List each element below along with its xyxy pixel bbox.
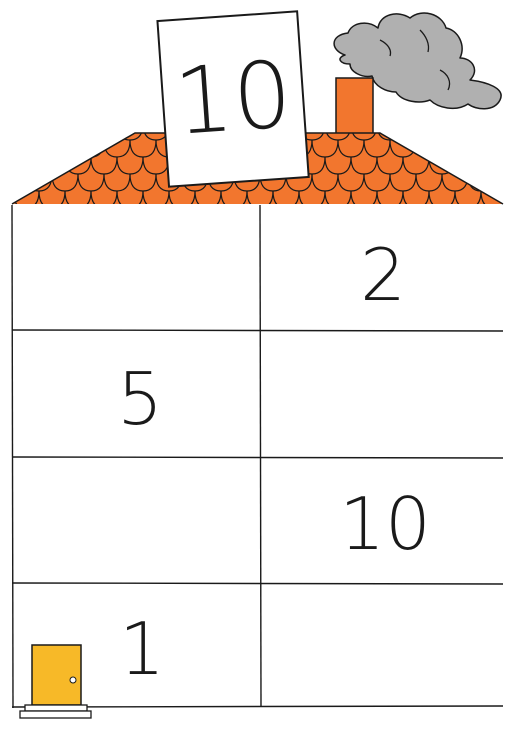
grid-row-1: 2 [360, 233, 406, 317]
roof-tile [65, 123, 91, 140]
roof-tile [0, 123, 13, 140]
grid-row-4: 1 [119, 607, 165, 691]
chimney-icon [336, 78, 373, 136]
roof-tile [0, 174, 26, 191]
roof-tile [0, 191, 13, 208]
cell-r4-left: 1 [119, 607, 165, 691]
roof-tile [13, 123, 39, 140]
door-icon [20, 645, 91, 718]
roof-tile [481, 157, 505, 174]
roof-tile [52, 140, 78, 157]
roof-tile [442, 140, 468, 157]
roof-tile [429, 123, 455, 140]
roof-tile [468, 140, 494, 157]
roof-tile [494, 140, 505, 157]
roof-tile [455, 123, 481, 140]
roof-tile [494, 174, 505, 191]
roof-sign: 10 [157, 11, 308, 186]
roof-sign-number: 10 [171, 41, 295, 156]
roof-tile [0, 140, 26, 157]
cell-r3-right: 10 [339, 482, 431, 566]
roof-tile [0, 157, 13, 174]
roof-tile [39, 123, 65, 140]
cell-r2-left: 5 [117, 357, 163, 441]
grid-row-2: 5 [117, 357, 163, 441]
house-grid [12, 205, 503, 708]
cell-r1-right: 2 [360, 233, 406, 317]
roof-tile [39, 157, 65, 174]
roof-tile [91, 123, 117, 140]
roof-tile [481, 123, 505, 140]
roof-tile [403, 123, 429, 140]
grid-row-3: 10 [339, 482, 431, 566]
roof-tile [416, 140, 442, 157]
roof-tile [26, 140, 52, 157]
roof-tile [13, 157, 39, 174]
roof-tile [455, 157, 481, 174]
